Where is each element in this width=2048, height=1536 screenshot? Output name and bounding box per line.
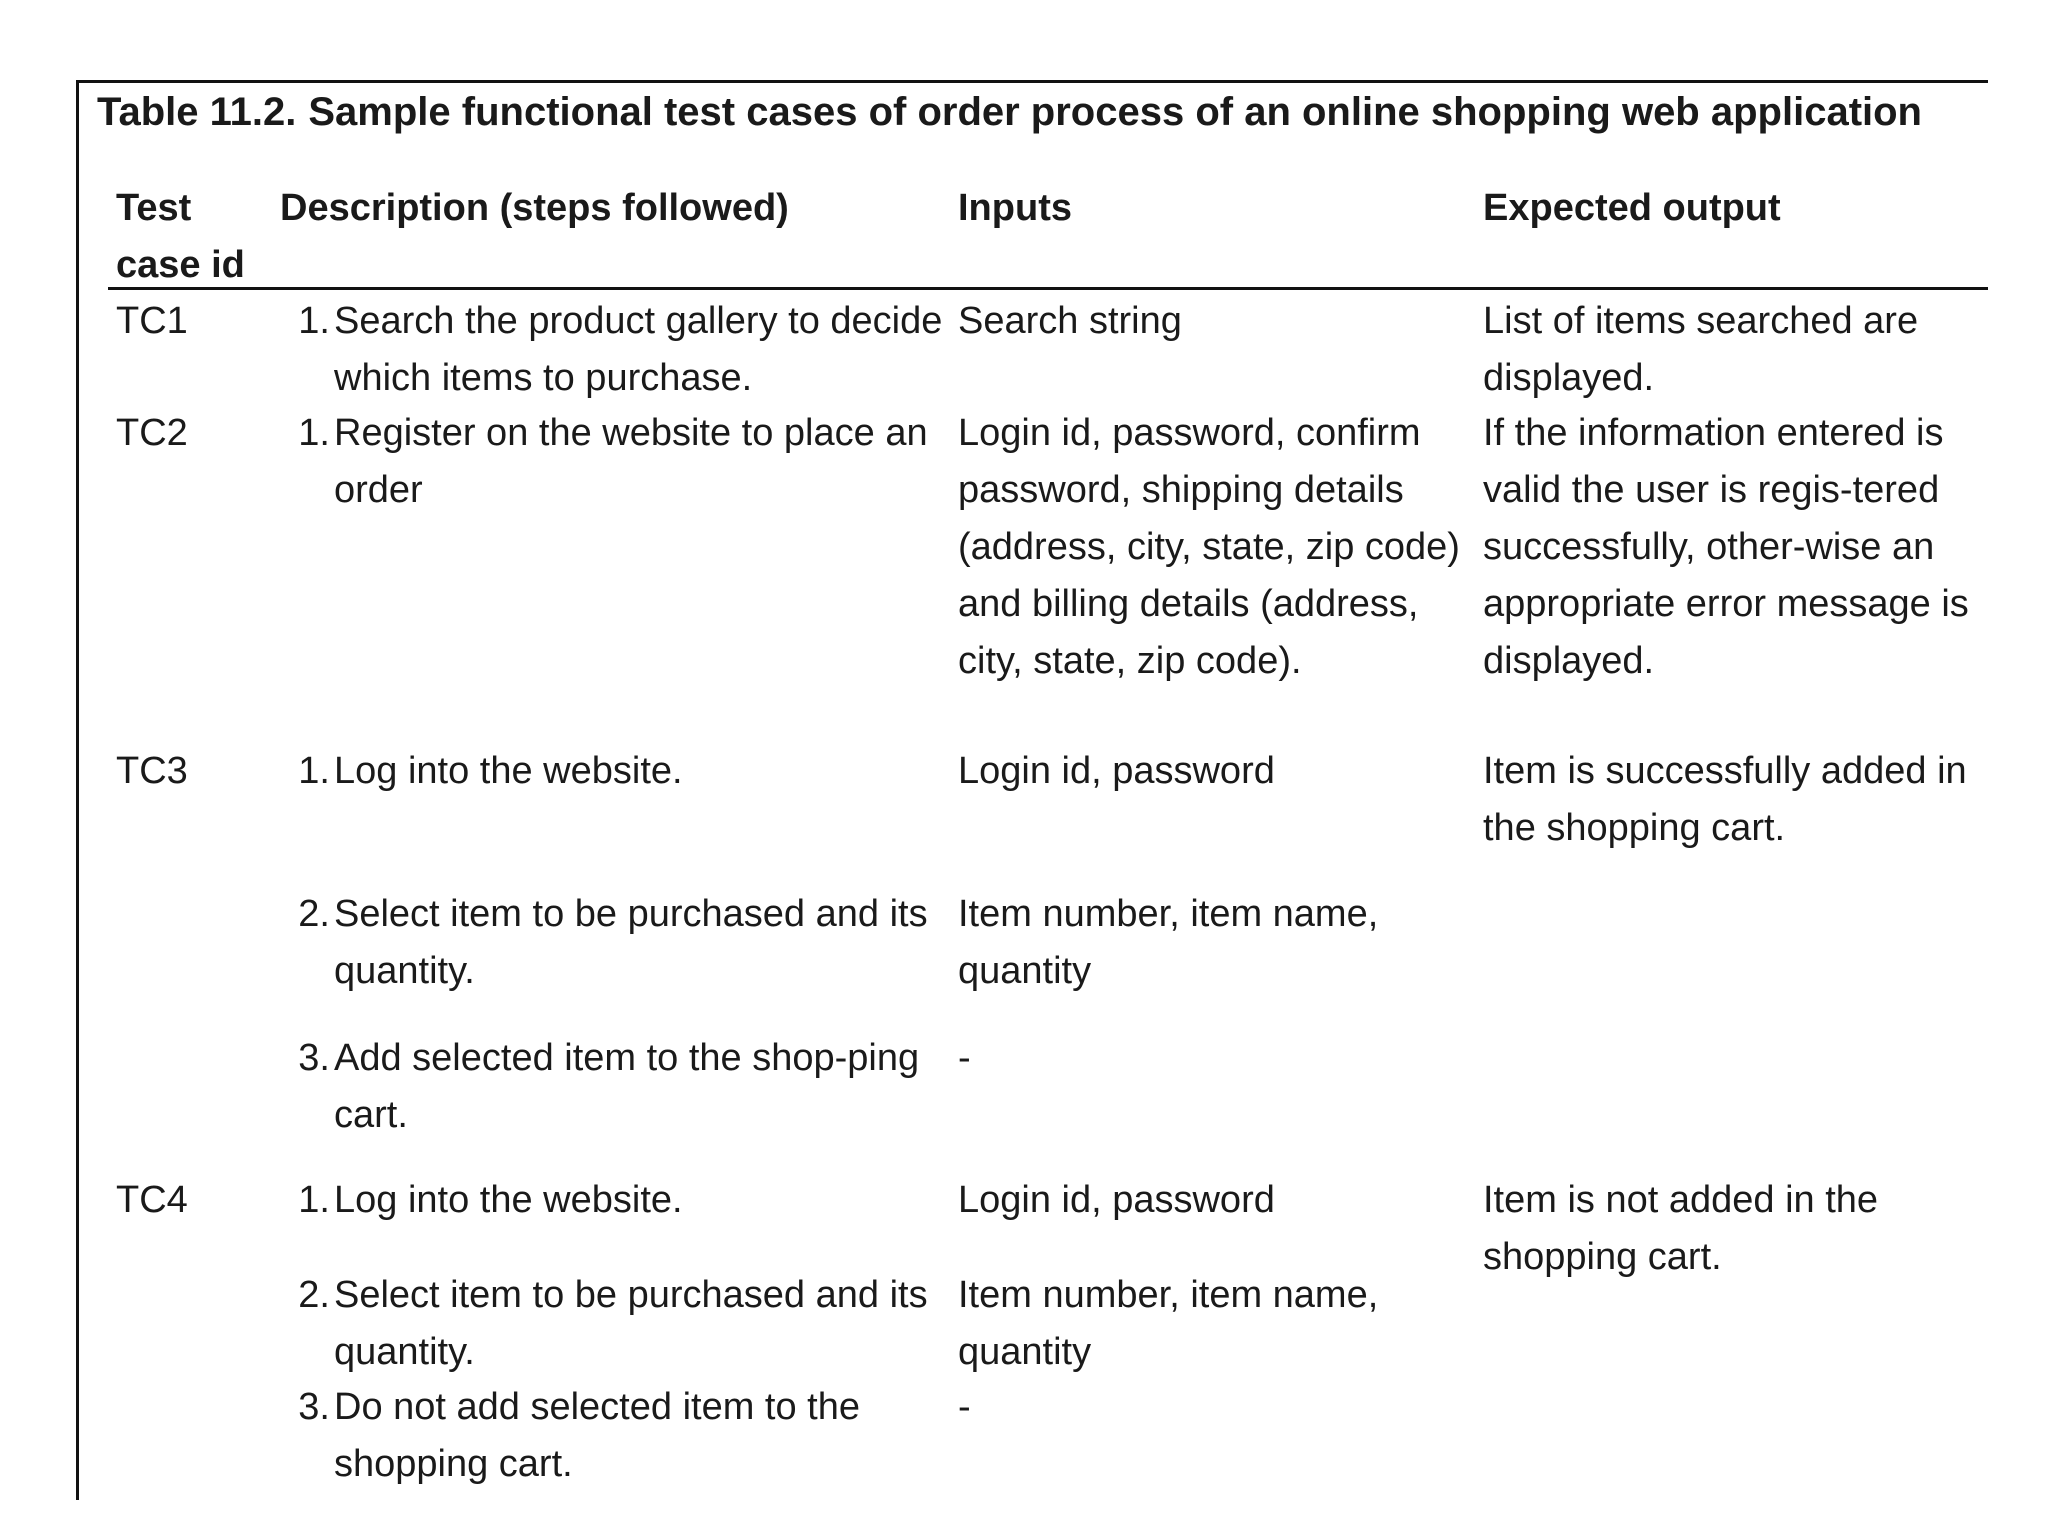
step-item: 1. Log into the website. [280,1172,960,1229]
test-case-id: TC1 [116,300,188,342]
step-number: 2. [298,893,330,935]
step-item: 1. Register on the website to place an o… [280,405,960,519]
header-id-line1: Test [116,187,192,229]
step-item: 2. Select item to be purchased and its q… [280,1267,960,1381]
test-case-id: TC2 [116,412,188,454]
step-text: Log into the website. [334,750,683,792]
test-case-id: TC3 [116,750,188,792]
expected-output: Item is successfully added in the shoppi… [1483,750,1967,849]
expected-output: If the information entered is valid the … [1483,412,1969,682]
step-text: Add selected item to the shop-ping cart. [334,1037,920,1136]
step-input: Item number, item name, quantity [958,1274,1379,1373]
step-number: 1. [298,1179,330,1221]
step-input: Login id, password, confirm password, sh… [958,412,1460,682]
step-text: Log into the website. [334,1179,683,1221]
expected-output: Item is not added in the shopping cart. [1483,1179,1879,1278]
step-text: Do not add selected item to the shopping… [334,1386,860,1485]
step-input: Search string [958,300,1182,342]
step-number: 1. [298,300,330,342]
header-expected-output: Expected output [1483,187,1781,229]
header-rule [108,287,1988,290]
step-input: - [958,1037,971,1079]
step-item: 1. Search the product gallery to decide … [280,293,960,407]
test-case-id: TC4 [116,1179,188,1221]
step-input: Login id, password [958,750,1275,792]
step-input: Login id, password [958,1179,1275,1221]
step-number: 2. [298,1274,330,1316]
top-border [76,80,1988,83]
step-text: Select item to be purchased and its quan… [334,1274,928,1373]
step-number: 1. [298,412,330,454]
step-text: Search the product gallery to decide whi… [334,300,943,399]
header-inputs: Inputs [958,187,1072,229]
step-number: 3. [298,1037,330,1079]
step-item: 3. Add selected item to the shop-ping ca… [280,1030,960,1144]
header-test-case-id: Test case id [116,180,266,294]
caption-label: Table 11.2. [97,90,297,134]
step-text: Select item to be purchased and its quan… [334,893,928,992]
step-number: 3. [298,1386,330,1428]
step-input: - [958,1386,971,1428]
header-id-line2: case id [116,244,245,286]
step-number: 1. [298,750,330,792]
table-caption: Table 11.2.Sample functional test cases … [97,86,1922,138]
header-description: Description (steps followed) [280,187,789,229]
step-item: 1. Log into the website. [280,743,960,800]
step-item: 2. Select item to be purchased and its q… [280,886,960,1000]
step-item: 3. Do not add selected item to the shopp… [280,1379,960,1493]
expected-output: List of items searched are displayed. [1483,300,1919,399]
step-text: Register on the website to place an orde… [334,412,928,511]
caption-text: Sample functional test cases of order pr… [308,90,1922,134]
step-input: Item number, item name, quantity [958,893,1379,992]
left-border [76,80,79,1500]
